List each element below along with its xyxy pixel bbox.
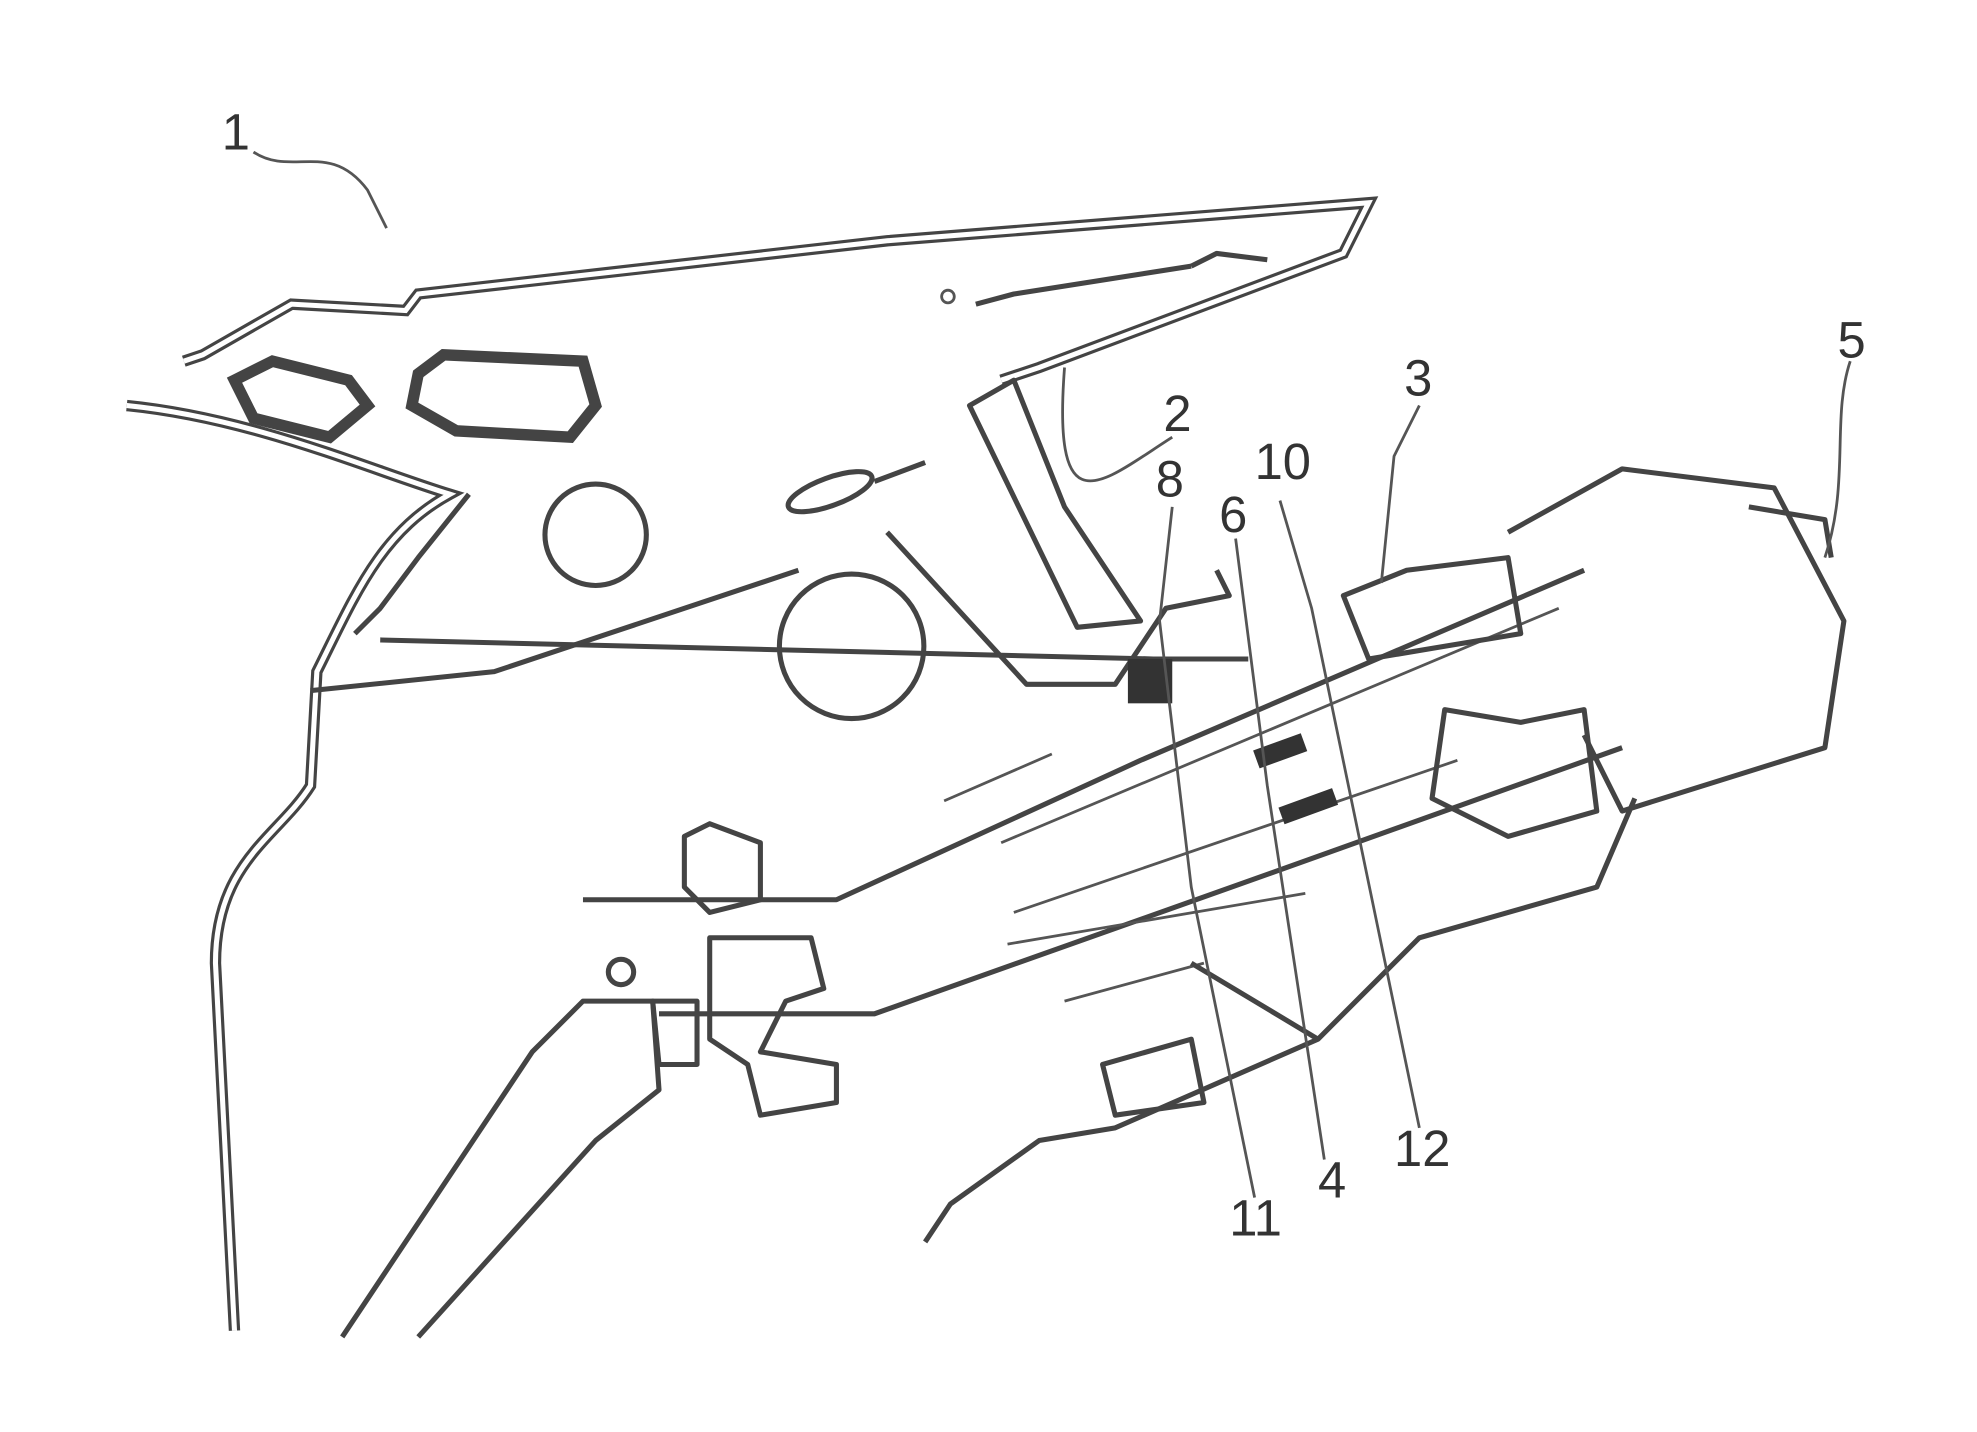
label-6: 6 [1219, 486, 1247, 543]
lower-support [340, 998, 662, 1339]
label-10: 10 [1255, 433, 1311, 490]
frame-lines [310, 250, 1268, 694]
label-8: 8 [1156, 451, 1184, 508]
steering-column [582, 555, 1623, 1118]
leader-lines [252, 150, 1852, 1198]
label-1: 1 [222, 104, 250, 161]
outer-body-panel [126, 196, 1379, 1331]
housing-5 [923, 466, 1847, 1244]
label-5: 5 [1838, 311, 1866, 368]
label-2: 2 [1163, 385, 1191, 442]
label-3: 3 [1404, 349, 1432, 406]
hollow-profiles [226, 288, 956, 722]
reference-numerals: 1 2 3 5 8 10 6 11 4 12 [222, 104, 1866, 1247]
label-12: 12 [1394, 1120, 1450, 1177]
label-11: 11 [1229, 1190, 1282, 1247]
label-4: 4 [1318, 1152, 1346, 1209]
